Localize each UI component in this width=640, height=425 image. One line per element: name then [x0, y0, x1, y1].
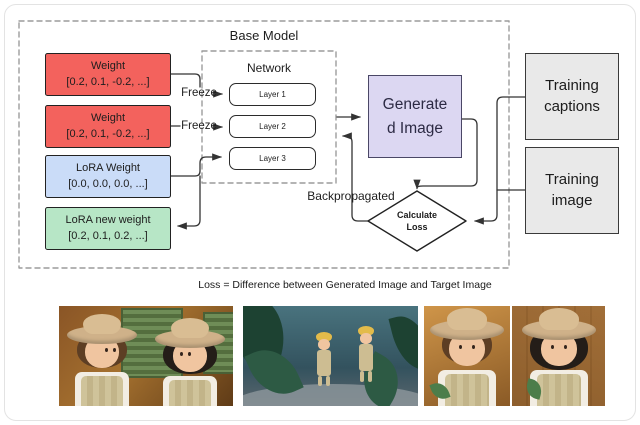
network-label: Network: [246, 61, 291, 75]
calculate-loss-line1: Calculate: [396, 209, 438, 220]
lora-new-weight-title: LoRA new weight: [65, 214, 151, 227]
layer-2-box: Layer 2: [229, 115, 316, 138]
weight-box-2-title: Weight: [90, 112, 126, 125]
lora-new-weight-values: [0.2, 0.1, 0.2, ...]: [68, 229, 148, 242]
weight-box-1-values: [0.2, 0.1, -0.2, ...]: [66, 75, 150, 88]
training-image-label: Training image: [545, 171, 599, 209]
generated-image-line1: Generate: [382, 96, 448, 114]
boy-figure: [67, 314, 137, 406]
small-figure-2: [355, 326, 377, 384]
generated-image-box: Generate d Image: [368, 75, 462, 158]
sample-image-4: [512, 306, 605, 406]
boy-portrait: [429, 308, 504, 406]
calculate-loss-line2: Loss: [406, 222, 428, 232]
calculate-loss-diamond: [367, 190, 467, 252]
lora-weight-box: LoRA Weight [0.0, 0.0, 0.0, ...]: [45, 155, 171, 198]
weight1-freeze-line: [170, 73, 201, 88]
sample-image-1: [59, 306, 233, 406]
training-image-box: Training image: [525, 147, 619, 234]
sample-image-3: [424, 306, 510, 406]
layer-1-box: Layer 1: [229, 83, 316, 106]
training-captions-box: Training captions: [525, 53, 619, 140]
sample-image-2: [243, 306, 418, 406]
layer-3-box: Layer 3: [229, 147, 316, 170]
freeze-label-1: Freeze: [181, 87, 217, 99]
loss-equation-caption: Loss = Difference between Generated Imag…: [198, 279, 492, 291]
girl-portrait: [522, 308, 596, 406]
layer-2-label: Layer 2: [259, 122, 286, 131]
weight-box-2: Weight [0.2, 0.1, -0.2, ...]: [45, 105, 171, 148]
layer-1-label: Layer 1: [259, 90, 286, 99]
base-model-label: Base Model: [229, 28, 299, 43]
layer-3-label: Layer 3: [259, 154, 286, 163]
freeze-label-2: Freeze: [181, 120, 217, 132]
calculate-loss-label: Calculate Loss: [369, 191, 465, 251]
lora-new-weight-line: [176, 175, 201, 230]
generated-image-line2: d Image: [386, 119, 443, 137]
network-dashed-box: [201, 50, 337, 184]
weight-box-2-values: [0.2, 0.1, -0.2, ...]: [66, 127, 150, 140]
backpropagated-line: [341, 132, 370, 222]
lora-weight-title: LoRA Weight: [75, 162, 140, 175]
base-model-dashed-box: [18, 20, 510, 269]
girl-figure: [155, 318, 225, 406]
weight-box-1: Weight [0.2, 0.1, -0.2, ...]: [45, 53, 171, 96]
lora-new-weight-box: LoRA new weight [0.2, 0.1, 0.2, ...]: [45, 207, 171, 250]
weight-box-1-title: Weight: [90, 60, 126, 73]
lora-weight-values: [0.0, 0.0, 0.0, ...]: [68, 177, 148, 190]
generated-to-loss-line: [413, 118, 478, 190]
training-to-loss-line: [473, 96, 526, 225]
backpropagated-label: Backpropagated: [307, 189, 395, 203]
lora-to-layer3-line: [170, 153, 223, 177]
training-captions-label: Training captions: [544, 77, 600, 115]
small-figure-1: [313, 332, 335, 388]
